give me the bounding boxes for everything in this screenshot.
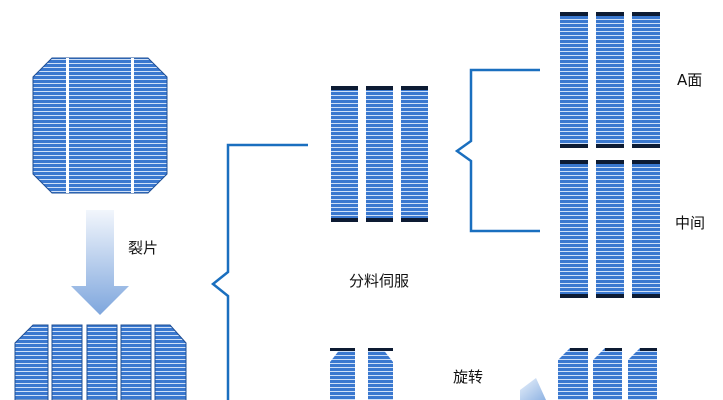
sort-bracket [454, 68, 540, 233]
split-arrow [71, 210, 129, 315]
rotated-edge-pieces [558, 348, 657, 400]
whole-cell [32, 57, 168, 194]
middle-label: 中间 [675, 214, 706, 232]
middle-face-strips [560, 160, 660, 298]
split-label: 裂片 [128, 239, 159, 257]
main-bracket [210, 143, 308, 400]
a-face-label: A面 [677, 71, 703, 89]
edge-pieces [330, 346, 393, 400]
split-cells [14, 324, 187, 400]
middle-strips [331, 86, 428, 222]
rotate-label: 旋转 [453, 368, 484, 386]
rotate-arrow [520, 378, 546, 400]
a-face-strips [560, 12, 660, 148]
sort-servo-label: 分料伺服 [349, 272, 410, 290]
